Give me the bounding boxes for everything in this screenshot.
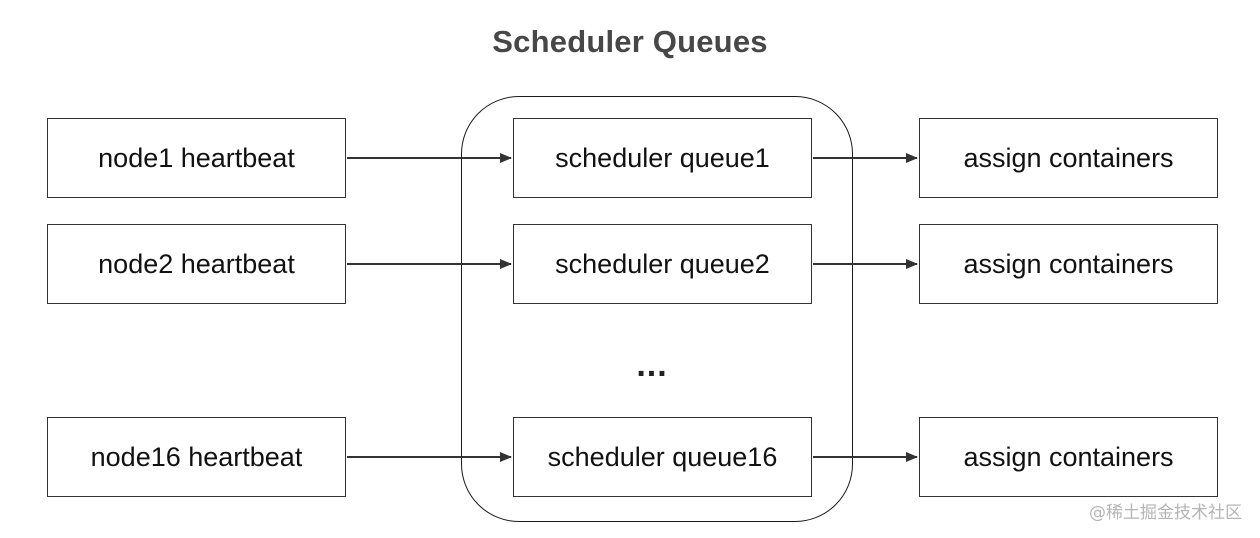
- ellipsis: ...: [636, 346, 668, 384]
- scheduler-queues-group: [461, 96, 853, 522]
- scheduler-queue16-box: scheduler queue16: [513, 417, 812, 497]
- node1-heartbeat-box: node1 heartbeat: [47, 118, 346, 198]
- scheduler-queue1-box: scheduler queue1: [513, 118, 812, 198]
- assign-containers-box-1: assign containers: [919, 118, 1218, 198]
- assign-containers-box-2: assign containers: [919, 224, 1218, 304]
- scheduler-queue2-box: scheduler queue2: [513, 224, 812, 304]
- watermark: @稀土掘金技术社区: [1089, 503, 1242, 523]
- node2-heartbeat-box: node2 heartbeat: [47, 224, 346, 304]
- diagram-title: Scheduler Queues: [492, 24, 768, 59]
- node16-heartbeat-box: node16 heartbeat: [47, 417, 346, 497]
- assign-containers-box-3: assign containers: [919, 417, 1218, 497]
